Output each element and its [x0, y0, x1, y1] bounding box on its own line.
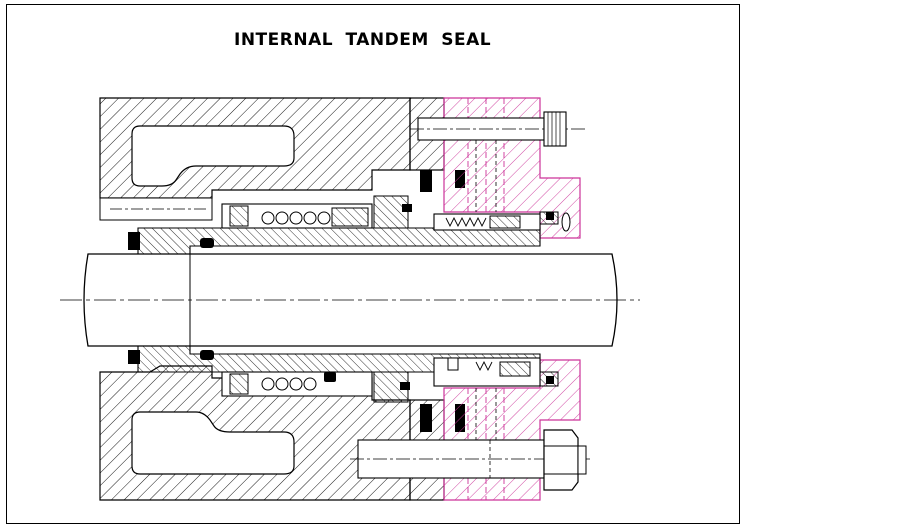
upper-stud: [410, 111, 586, 147]
upper-housing: [99, 97, 411, 221]
inboard-seal-upper: [221, 195, 412, 229]
hex-nut: [543, 429, 579, 491]
inboard-seal-lower: [221, 371, 410, 403]
hidden-lines: [475, 140, 497, 440]
outboard-seal-upper: [433, 211, 571, 232]
outboard-seal-lower: [433, 357, 559, 387]
lower-stud: [350, 429, 590, 491]
lower-coolant-cavity: [131, 411, 295, 475]
upper-coolant-cavity: [131, 125, 295, 187]
drawing-title: INTERNAL TANDEM SEAL: [234, 30, 492, 50]
shaft: [60, 253, 640, 347]
